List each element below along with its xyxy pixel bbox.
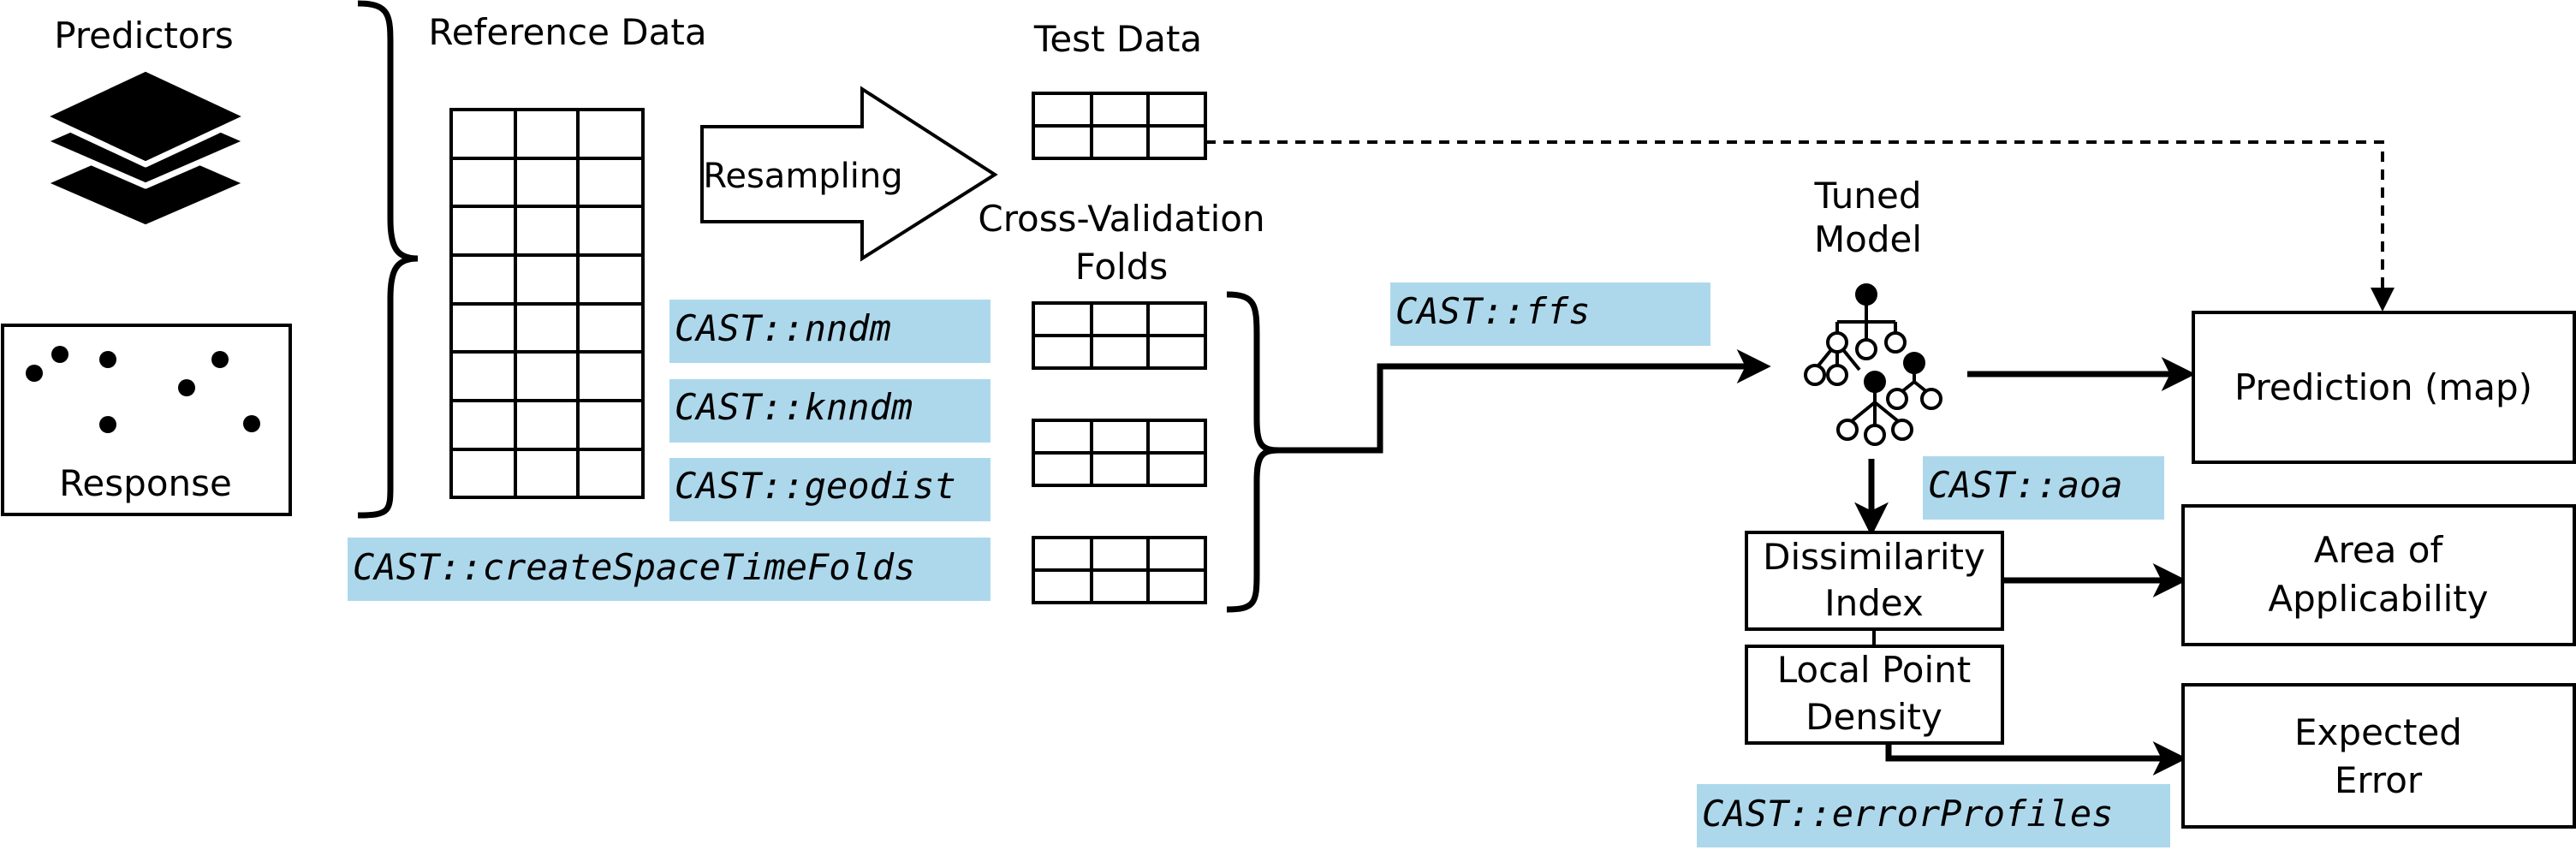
test-data-label: Test Data: [1033, 18, 1202, 60]
cv-fold-1: [1032, 301, 1207, 370]
test-to-prediction-arrowhead: [2371, 288, 2395, 312]
expected-error-label-line1: Expected: [2294, 711, 2462, 753]
cv-fold-2: [1032, 419, 1207, 487]
aoa-box: [2181, 504, 2576, 646]
fn-ffs: CAST::ffs: [1390, 282, 1710, 346]
dissimilarity-index-label-line2: Index: [1824, 582, 1924, 624]
svg-text:CAST::createSpaceTimeFolds: CAST::createSpaceTimeFolds: [353, 546, 915, 588]
fn-geodist: CAST::geodist: [669, 458, 991, 521]
lpd-to-error-arrow: [1885, 741, 2187, 776]
test-to-prediction-connector: [1205, 140, 2384, 305]
svg-text:CAST::errorProfiles: CAST::errorProfiles: [1702, 793, 2113, 835]
svg-text:CAST::knndm: CAST::knndm: [675, 386, 913, 428]
input-brace: [357, 0, 419, 519]
local-point-density-box: [1745, 645, 2004, 745]
test-data-table: [1032, 92, 1207, 160]
expected-error-box: [2181, 683, 2576, 829]
dissimilarity-index-label-line1: Dissimilarity: [1763, 536, 1985, 578]
prediction-box: [2192, 311, 2576, 464]
response-label: Response: [59, 462, 232, 504]
predictors-label: Predictors: [54, 15, 234, 56]
svg-text:CAST::nndm: CAST::nndm: [675, 307, 891, 349]
folds-to-model-connector: [1279, 349, 1771, 454]
fn-aoa: CAST::aoa: [1923, 456, 2164, 520]
decision-tree-icon: [1804, 283, 1942, 446]
svg-text:CAST::geodist: CAST::geodist: [675, 465, 956, 507]
resampling-label: Resampling: [703, 157, 902, 196]
folds-brace: [1226, 291, 1280, 613]
svg-text:CAST::aoa: CAST::aoa: [1928, 464, 2123, 506]
dissimilarity-index-box: [1745, 531, 2004, 631]
tuned-model-label-line2: Model: [1814, 218, 1922, 260]
cv-folds-label-line2: Folds: [1075, 246, 1169, 288]
fn-knndm: CAST::knndm: [669, 379, 991, 443]
local-point-density-label-line2: Density: [1806, 696, 1942, 738]
aoa-label-line2: Applicability: [2268, 578, 2488, 620]
reference-data-label: Reference Data: [428, 11, 706, 53]
resampling-arrow: [700, 86, 998, 262]
layers-icon: [39, 65, 252, 231]
fn-create-space-time-folds: CAST::createSpaceTimeFolds: [348, 538, 991, 601]
tuned-model-label-line1: Tuned: [1813, 175, 1921, 217]
aoa-label-line1: Area of: [2314, 529, 2444, 571]
response-box: [1, 324, 292, 516]
fn-error-profiles: CAST::errorProfiles: [1697, 784, 2170, 847]
local-point-density-label-line1: Local Point: [1777, 649, 1972, 691]
fn-nndm: CAST::nndm: [669, 300, 991, 363]
points-icon: [26, 346, 260, 433]
cv-fold-3: [1032, 536, 1207, 604]
expected-error-label-line2: Error: [2335, 759, 2423, 801]
svg-text:CAST::ffs: CAST::ffs: [1395, 290, 1591, 332]
cv-folds-label-line1: Cross-Validation: [978, 198, 1264, 240]
reference-data-table: [449, 108, 645, 499]
prediction-label: Prediction (map): [2234, 366, 2532, 408]
